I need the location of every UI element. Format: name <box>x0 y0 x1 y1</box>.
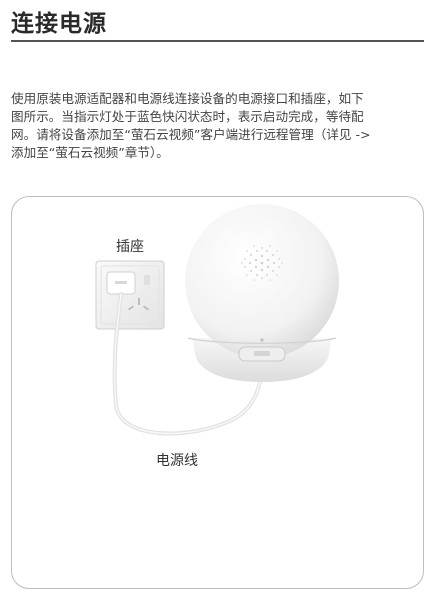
cable-label: 电源线 <box>156 453 198 469</box>
paragraph-line: 使用原装电源适配器和电源线连接设备的电源接口和插座，如下 <box>11 91 364 106</box>
paragraph-line: 图所示。当指示灯处于蓝色快闪状态时，表示启动完成，等待配 <box>11 109 364 124</box>
page-title: 连接电源 <box>11 11 107 37</box>
socket-label: 插座 <box>116 239 144 255</box>
camera-device <box>185 204 339 382</box>
paragraph-line: 网。请将设备添加至“萤石云视频”客户端进行远程管理（详见 -> <box>11 127 371 142</box>
speaker-grille-icon <box>241 245 283 281</box>
wall-socket <box>95 260 165 330</box>
title-divider <box>11 40 424 42</box>
paragraph-line: 添加至“萤石云视频”章节）。 <box>11 145 169 160</box>
instruction-paragraph: 使用原装电源适配器和电源线连接设备的电源接口和插座，如下 图所示。当指示灯处于蓝… <box>11 90 427 162</box>
